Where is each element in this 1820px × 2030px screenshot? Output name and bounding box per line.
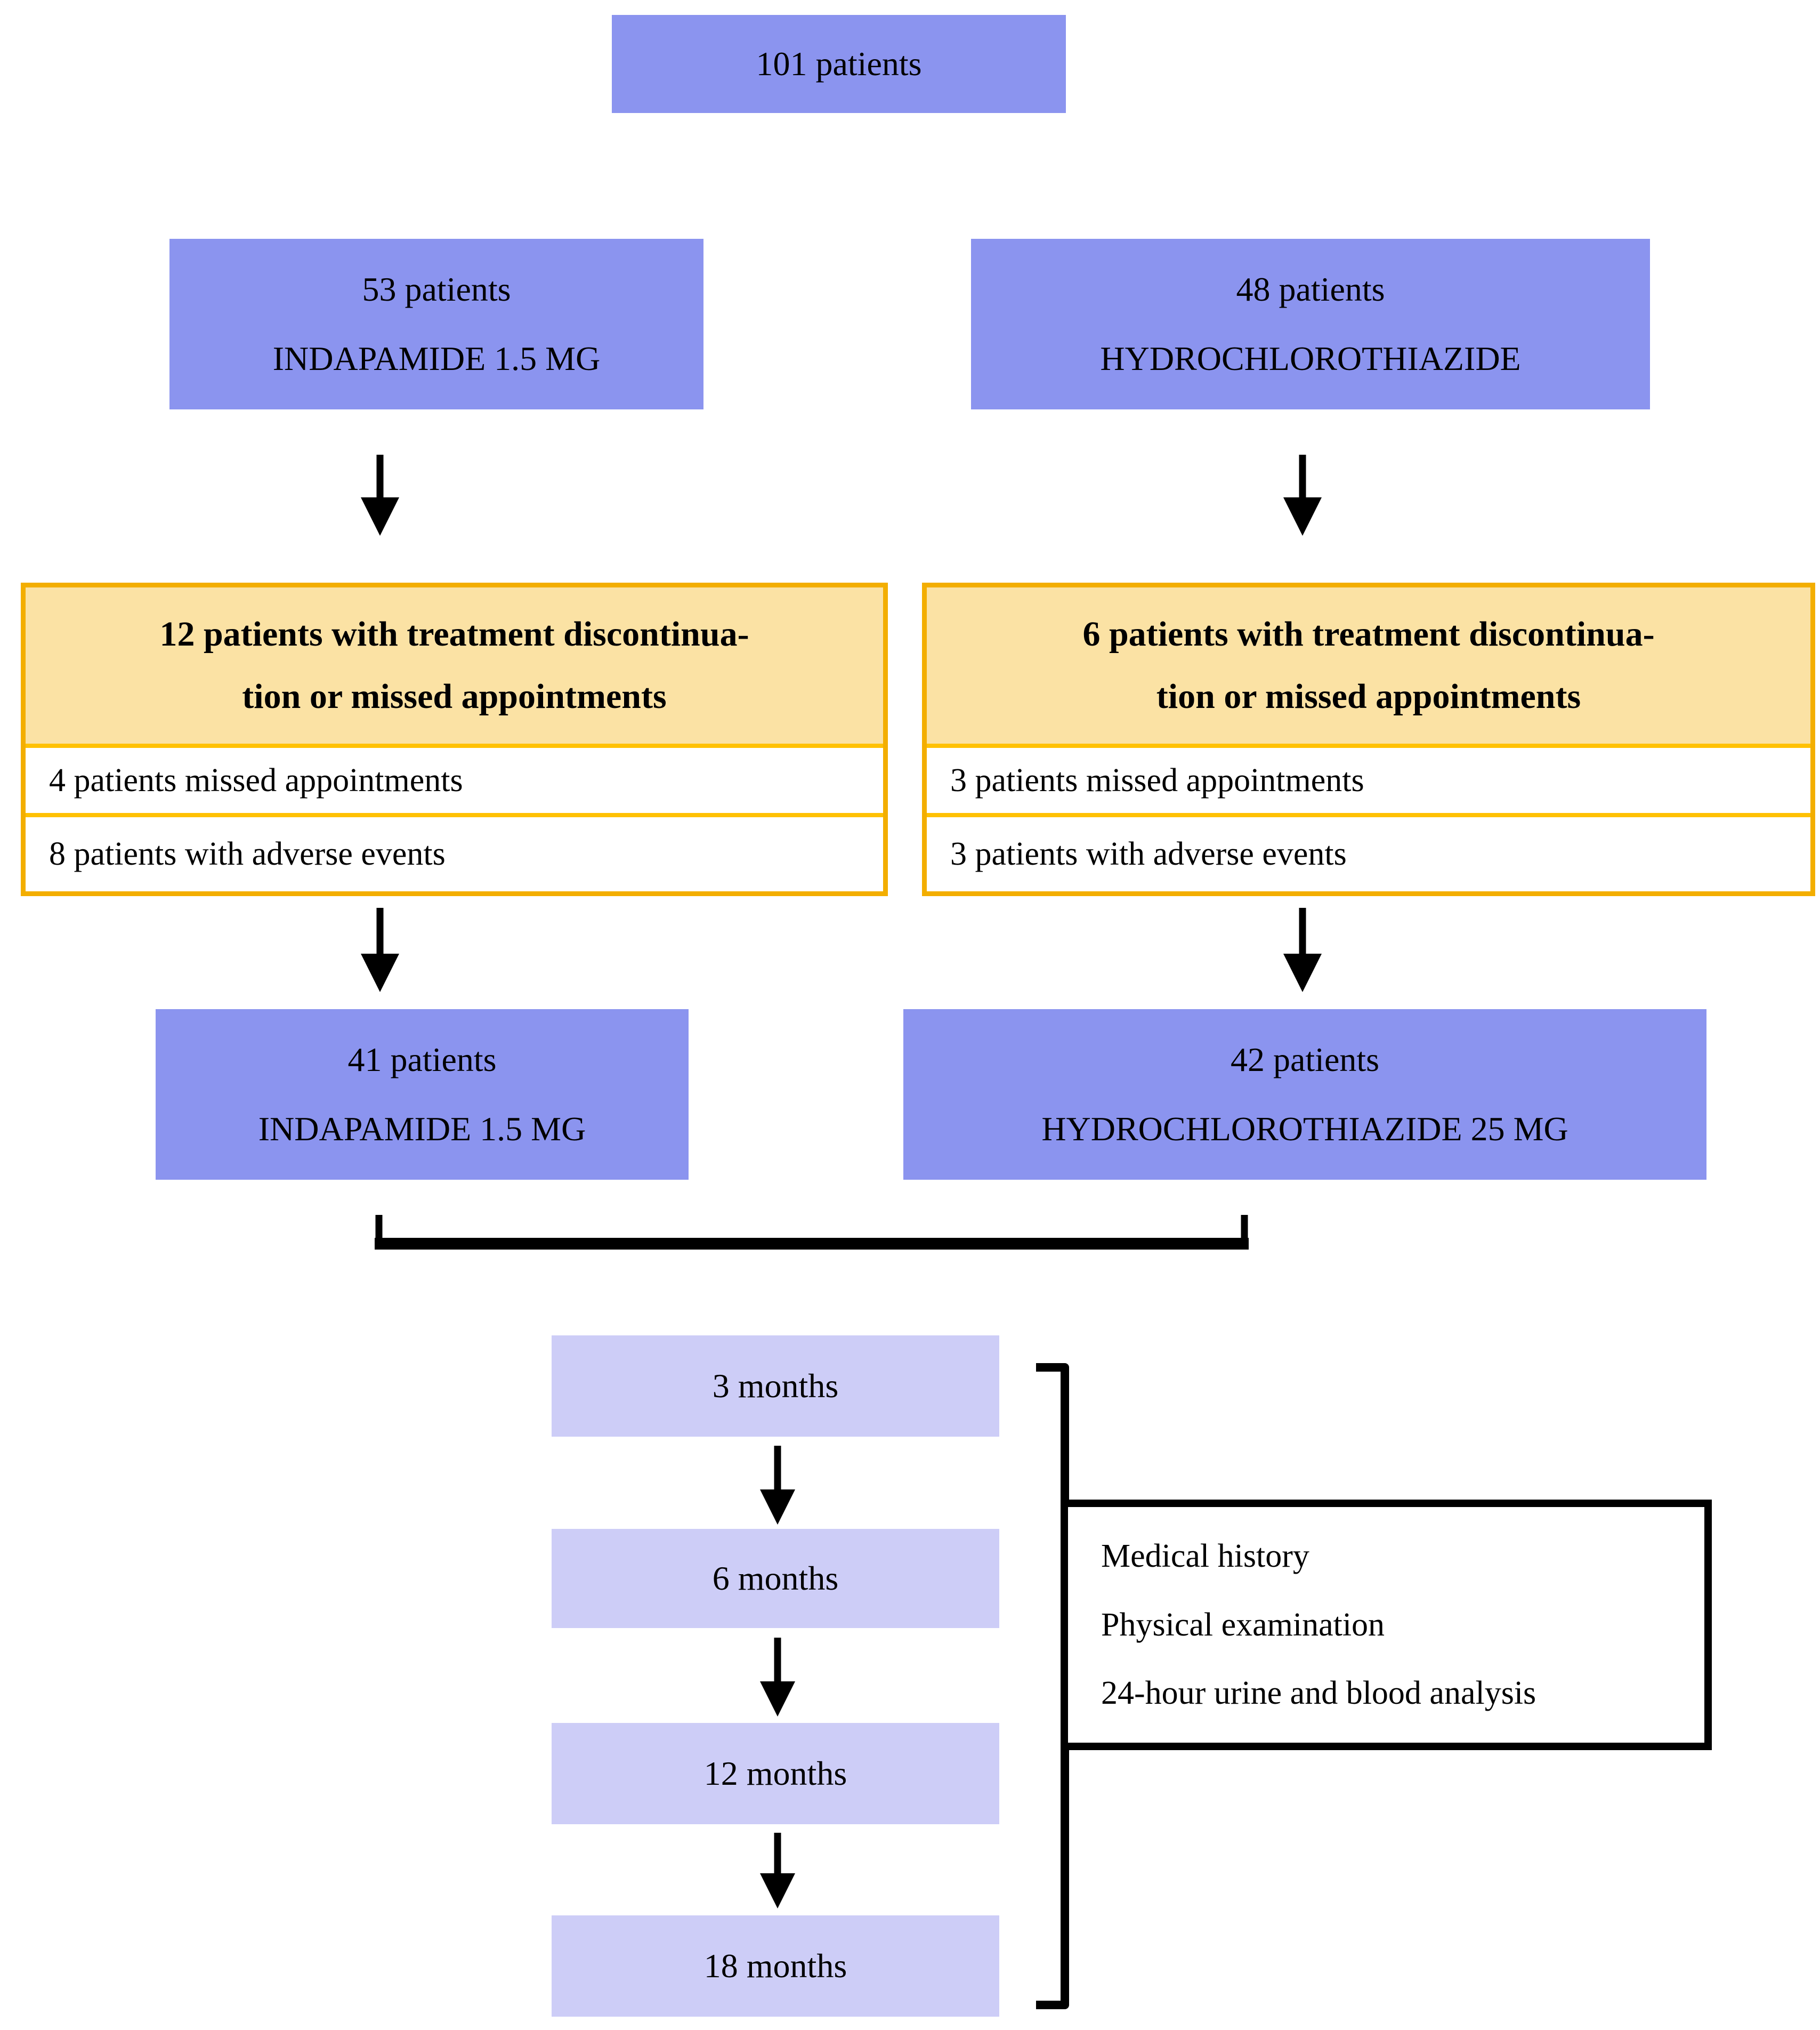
indapamide-dropout-row-missed-label: 4 patients missed appointments — [49, 762, 463, 799]
hct-dropout-row-missed-label: 3 patients missed appointments — [950, 762, 1364, 799]
indapamide-dropout-row-adverse-label: 8 patients with adverse events — [49, 836, 446, 872]
milestone-3-months-box: 3 months — [552, 1335, 999, 1437]
arrow-stem — [376, 455, 384, 498]
arrow-stem — [774, 1446, 781, 1491]
indapamide-dropout-header: 12 patients with treatment discontinua- … — [26, 587, 883, 744]
arrow-head — [1283, 954, 1322, 992]
hct-dropout-box: 6 patients with treatment discontinua- t… — [922, 583, 1815, 896]
hct-enrolled-count: 48 patients — [1236, 270, 1385, 309]
milestone-18-months-label: 18 months — [703, 1947, 847, 1985]
arrow-stem — [1299, 908, 1306, 955]
indapamide-completed-box: 41 patients INDAPAMIDE 1.5 MG — [156, 1009, 689, 1180]
arrow-stem — [774, 1638, 781, 1682]
total-patients-box: 101 patients — [612, 15, 1066, 113]
assessment-medical-history: Medical history — [1101, 1538, 1309, 1575]
indapamide-dropout-header-line2: tion or missed appointments — [242, 676, 667, 716]
hct-enrolled-box: 48 patients HYDROCHLOROTHIAZIDE — [971, 239, 1650, 409]
indapamide-enrolled-drug: INDAPAMIDE 1.5 MG — [272, 340, 601, 377]
hct-enrolled-drug: HYDROCHLOROTHIAZIDE — [1100, 340, 1521, 377]
assessment-physical-examination: Physical examination — [1101, 1606, 1385, 1643]
down-arrow — [758, 1638, 797, 1717]
arrow-stem — [1299, 455, 1306, 498]
indapamide-dropout-box: 12 patients with treatment discontinua- … — [21, 583, 888, 896]
arrow-head — [760, 1489, 795, 1525]
milestone-6-months-label: 6 months — [712, 1559, 839, 1597]
hct-dropout-row-missed: 3 patients missed appointments — [927, 744, 1810, 813]
milestone-3-months-label: 3 months — [712, 1367, 839, 1405]
milestone-6-months-box: 6 months — [552, 1529, 999, 1628]
indapamide-dropout-header-line1: 12 patients with treatment discontinua- — [159, 614, 749, 654]
indapamide-enrolled-count: 53 patients — [362, 270, 511, 309]
down-arrow — [361, 455, 399, 536]
merge-bracket-bar — [375, 1238, 1249, 1250]
total-patients-label: 101 patients — [756, 45, 922, 83]
arrow-head — [361, 497, 399, 536]
down-arrow — [758, 1446, 797, 1525]
arrow-head — [1283, 497, 1322, 536]
hct-dropout-row-adverse: 3 patients with adverse events — [927, 813, 1810, 891]
arrow-stem — [376, 908, 384, 955]
milestone-18-months-box: 18 months — [552, 1915, 999, 2017]
hct-dropout-header-line1: 6 patients with treatment discontinua- — [1082, 614, 1655, 654]
hct-dropout-header: 6 patients with treatment discontinua- t… — [927, 587, 1810, 744]
arrow-head — [760, 1873, 795, 1908]
hct-completed-box: 42 patients HYDROCHLOROTHIAZIDE 25 MG — [903, 1009, 1706, 1180]
arrow-head — [361, 954, 399, 992]
down-arrow — [1283, 455, 1322, 536]
hct-dropout-header-line2: tion or missed appointments — [1156, 676, 1581, 716]
milestone-12-months-label: 12 months — [703, 1754, 847, 1792]
indapamide-completed-count: 41 patients — [347, 1041, 497, 1079]
hct-completed-drug: HYDROCHLOROTHIAZIDE 25 MG — [1041, 1110, 1568, 1148]
assessments-box: Medical history Physical examination 24-… — [1061, 1500, 1712, 1750]
down-arrow — [1283, 908, 1322, 992]
indapamide-completed-drug: INDAPAMIDE 1.5 MG — [258, 1110, 586, 1148]
milestone-12-months-box: 12 months — [552, 1723, 999, 1824]
hct-dropout-row-adverse-label: 3 patients with adverse events — [950, 836, 1347, 872]
indapamide-enrolled-box: 53 patients INDAPAMIDE 1.5 MG — [169, 239, 703, 409]
indapamide-dropout-row-missed: 4 patients missed appointments — [26, 744, 883, 813]
down-arrow — [361, 908, 399, 992]
arrow-head — [760, 1681, 795, 1717]
hct-completed-count: 42 patients — [1230, 1041, 1380, 1079]
arrow-stem — [774, 1833, 781, 1874]
indapamide-dropout-row-adverse: 8 patients with adverse events — [26, 813, 883, 891]
down-arrow — [758, 1833, 797, 1908]
assessment-urine-blood-analysis: 24-hour urine and blood analysis — [1101, 1674, 1536, 1711]
